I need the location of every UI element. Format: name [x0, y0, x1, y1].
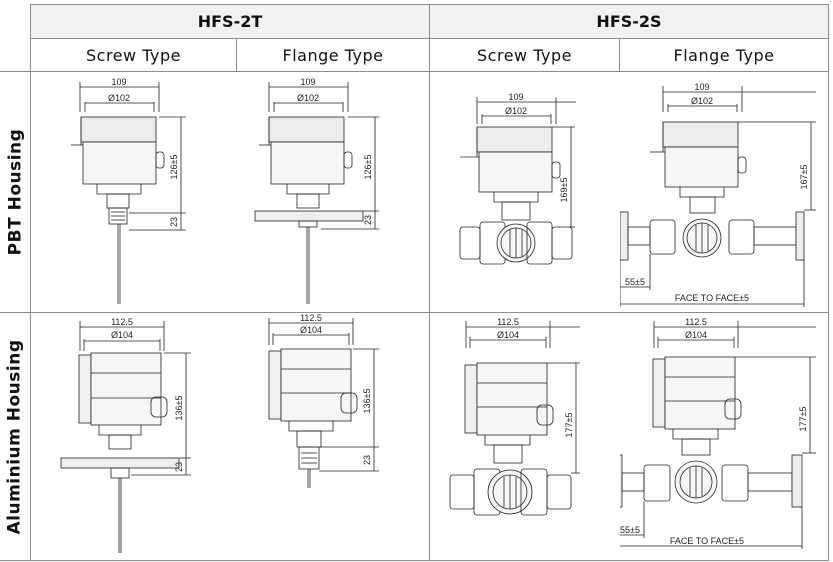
dim-width: 112.5	[111, 317, 133, 327]
dim-diameter: Ø104	[685, 330, 707, 340]
drawing-al-2s-flange: 112.5 Ø104 177±5 55±5 FACE TO FACE±5	[620, 313, 828, 560]
dim-width: 109	[694, 82, 709, 92]
dim-height: 167±5	[799, 165, 809, 190]
subheader-2s-screw: Screw Type	[430, 39, 619, 71]
row-label-aluminium: Aluminium Housing	[0, 313, 30, 561]
grid-line	[828, 4, 829, 561]
drawing-al-2t-screw-svg: 112.5 Ø104 136±5 23	[60, 317, 191, 553]
drawing-al-2s-screw: 112.5 Ø104 177±5	[430, 313, 619, 560]
subheader-label: Screw Type	[477, 45, 572, 65]
drawing-pbt-2t-screw-svg: 109 Ø102 126±5 23	[71, 77, 186, 304]
dim-width: 109	[300, 77, 315, 87]
dim-width: 109	[111, 77, 126, 87]
dim-face-to-face: FACE TO FACE±5	[670, 536, 744, 546]
dim-height: 126±5	[169, 155, 179, 180]
subheader-2t-screw: Screw Type	[31, 39, 236, 71]
drawing-al-2s-screw-svg: 112.5 Ø104 177±5	[449, 317, 580, 516]
dim-offset: 55±5	[625, 277, 645, 287]
dim-diameter: Ø104	[300, 325, 322, 335]
dim-height: 126±5	[363, 155, 373, 180]
dim-width: 112.5	[685, 317, 707, 327]
drawing-pbt-2t-screw: 109 Ø102 126±5 23	[31, 72, 236, 312]
subheader-label: Flange Type	[673, 45, 775, 65]
header-hfs-2s: HFS-2S	[430, 5, 828, 38]
drawing-al-2t-screw: 112.5 Ø104 136±5 23	[31, 313, 236, 560]
grid-line	[429, 4, 430, 561]
drawing-pbt-2s-screw-svg: 109 Ø102 169±5	[459, 92, 576, 265]
grid-line	[619, 38, 620, 72]
subheader-label: Flange Type	[282, 45, 384, 65]
drawing-al-2t-flange-svg: 112.5 Ø104 136±5 23	[268, 313, 379, 488]
dim-diameter: Ø102	[691, 96, 713, 106]
dim-height: 177±5	[798, 407, 808, 432]
grid-line	[0, 312, 829, 313]
grid-line	[236, 38, 237, 72]
drawing-pbt-2s-flange-svg: 109 Ø102 167±5 55±5 FACE TO FACE±5	[620, 82, 816, 307]
subheader-2t-flange: Flange Type	[237, 39, 429, 71]
header-hfs-2s-label: HFS-2S	[596, 12, 662, 31]
row-label-pbt-text: PBT Housing	[5, 128, 26, 256]
dim-diameter: Ø104	[111, 330, 133, 340]
dim-height: 177±5	[564, 413, 574, 438]
drawing-pbt-2s-screw: 109 Ø102 169±5	[430, 72, 619, 312]
dim-lower: 23	[169, 217, 179, 227]
dim-width: 109	[508, 92, 523, 102]
subheader-label: Screw Type	[86, 45, 181, 65]
dim-height: 169±5	[559, 178, 569, 203]
grid-line	[0, 560, 829, 561]
header-hfs-2t-label: HFS-2T	[197, 12, 263, 31]
grid-line	[31, 4, 829, 5]
dim-offset: 55±5	[620, 525, 640, 535]
dim-lower: 23	[362, 455, 372, 465]
dim-lower: 23	[174, 462, 184, 472]
dim-diameter: Ø102	[108, 93, 130, 103]
grid-line	[30, 4, 31, 561]
drawing-pbt-2t-flange-svg: 109 Ø102 126±5 23	[254, 77, 379, 304]
drawing-pbt-2s-flange: 109 Ø102 167±5 55±5 FACE TO FACE±5	[620, 72, 828, 312]
dim-width: 112.5	[300, 313, 322, 323]
dim-diameter: Ø102	[505, 106, 527, 116]
dim-diameter: Ø104	[497, 330, 519, 340]
grid-line	[31, 38, 829, 39]
row-label-aluminium-text: Aluminium Housing	[5, 339, 25, 535]
row-label-pbt: PBT Housing	[0, 72, 30, 312]
dim-lower: 23	[363, 215, 373, 225]
drawing-al-2s-flange-svg: 112.5 Ø104 177±5 55±5 FACE TO FACE±5	[620, 317, 816, 549]
dim-height: 136±5	[362, 389, 372, 414]
dim-face-to-face: FACE TO FACE±5	[675, 293, 749, 303]
dim-height: 136±5	[174, 396, 184, 421]
drawing-al-2t-flange: 112.5 Ø104 136±5 23	[237, 313, 429, 560]
grid-line	[0, 71, 829, 72]
dim-diameter: Ø102	[297, 93, 319, 103]
subheader-2s-flange: Flange Type	[620, 39, 828, 71]
header-hfs-2t: HFS-2T	[31, 5, 429, 38]
dim-width: 112.5	[497, 317, 519, 327]
drawing-pbt-2t-flange: 109 Ø102 126±5 23	[237, 72, 429, 312]
